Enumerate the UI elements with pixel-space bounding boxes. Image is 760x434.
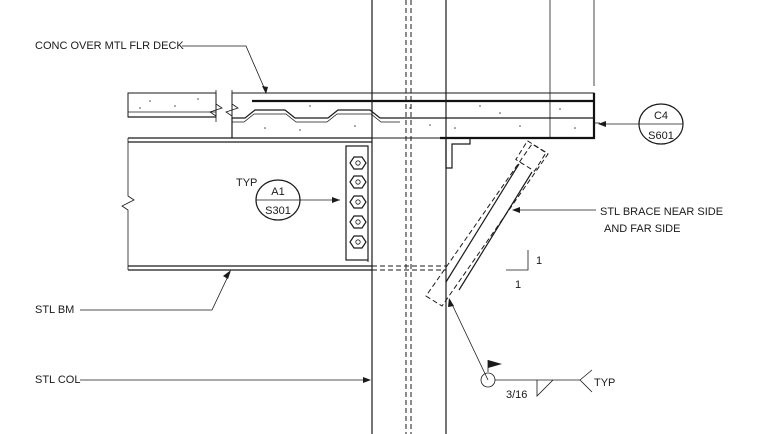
detail-a1-sheet: S301 [265,205,291,217]
detail-tag-a1: A1 S301 [255,179,340,221]
slope-run: 1 [515,279,521,291]
column-leader [80,377,371,383]
detail-tag-c4: C4 S601 [598,103,684,145]
column-label: STL COL [35,374,80,386]
weld-size: 3/16 [506,389,527,401]
deck-label: CONC OVER MTL FLR DECK [35,40,184,52]
detail-c4-number: C4 [654,110,668,122]
slope-indicator [506,250,529,271]
fillet-weld-icon [536,379,554,397]
bolt-icon [349,215,367,229]
brace-label-line2: AND FAR SIDE [604,223,680,235]
brace-label-line1: STL BRACE NEAR SIDE [600,206,723,218]
bolt-icon [349,235,367,249]
concrete-slab [127,90,600,140]
shear-plate [345,145,369,262]
bolt-icon [349,156,367,170]
slope-rise: 1 [536,255,542,267]
deck-leader [182,45,268,94]
bolt-icon [349,195,367,209]
typ-left-label: TYP [236,177,257,189]
weld-typ-label: TYP [594,377,615,389]
steel-column [371,0,447,434]
steel-beam [121,137,446,271]
field-weld-flag-icon [488,360,502,368]
detail-c4-sheet: S601 [648,130,674,142]
beam-leader [80,270,231,311]
beam-label: STL BM [35,304,74,316]
bolt-icon [349,175,367,189]
steel-brace [425,140,549,307]
weld-symbol [448,298,593,397]
brace-leader [512,207,596,213]
detail-a1-number: A1 [271,186,284,198]
